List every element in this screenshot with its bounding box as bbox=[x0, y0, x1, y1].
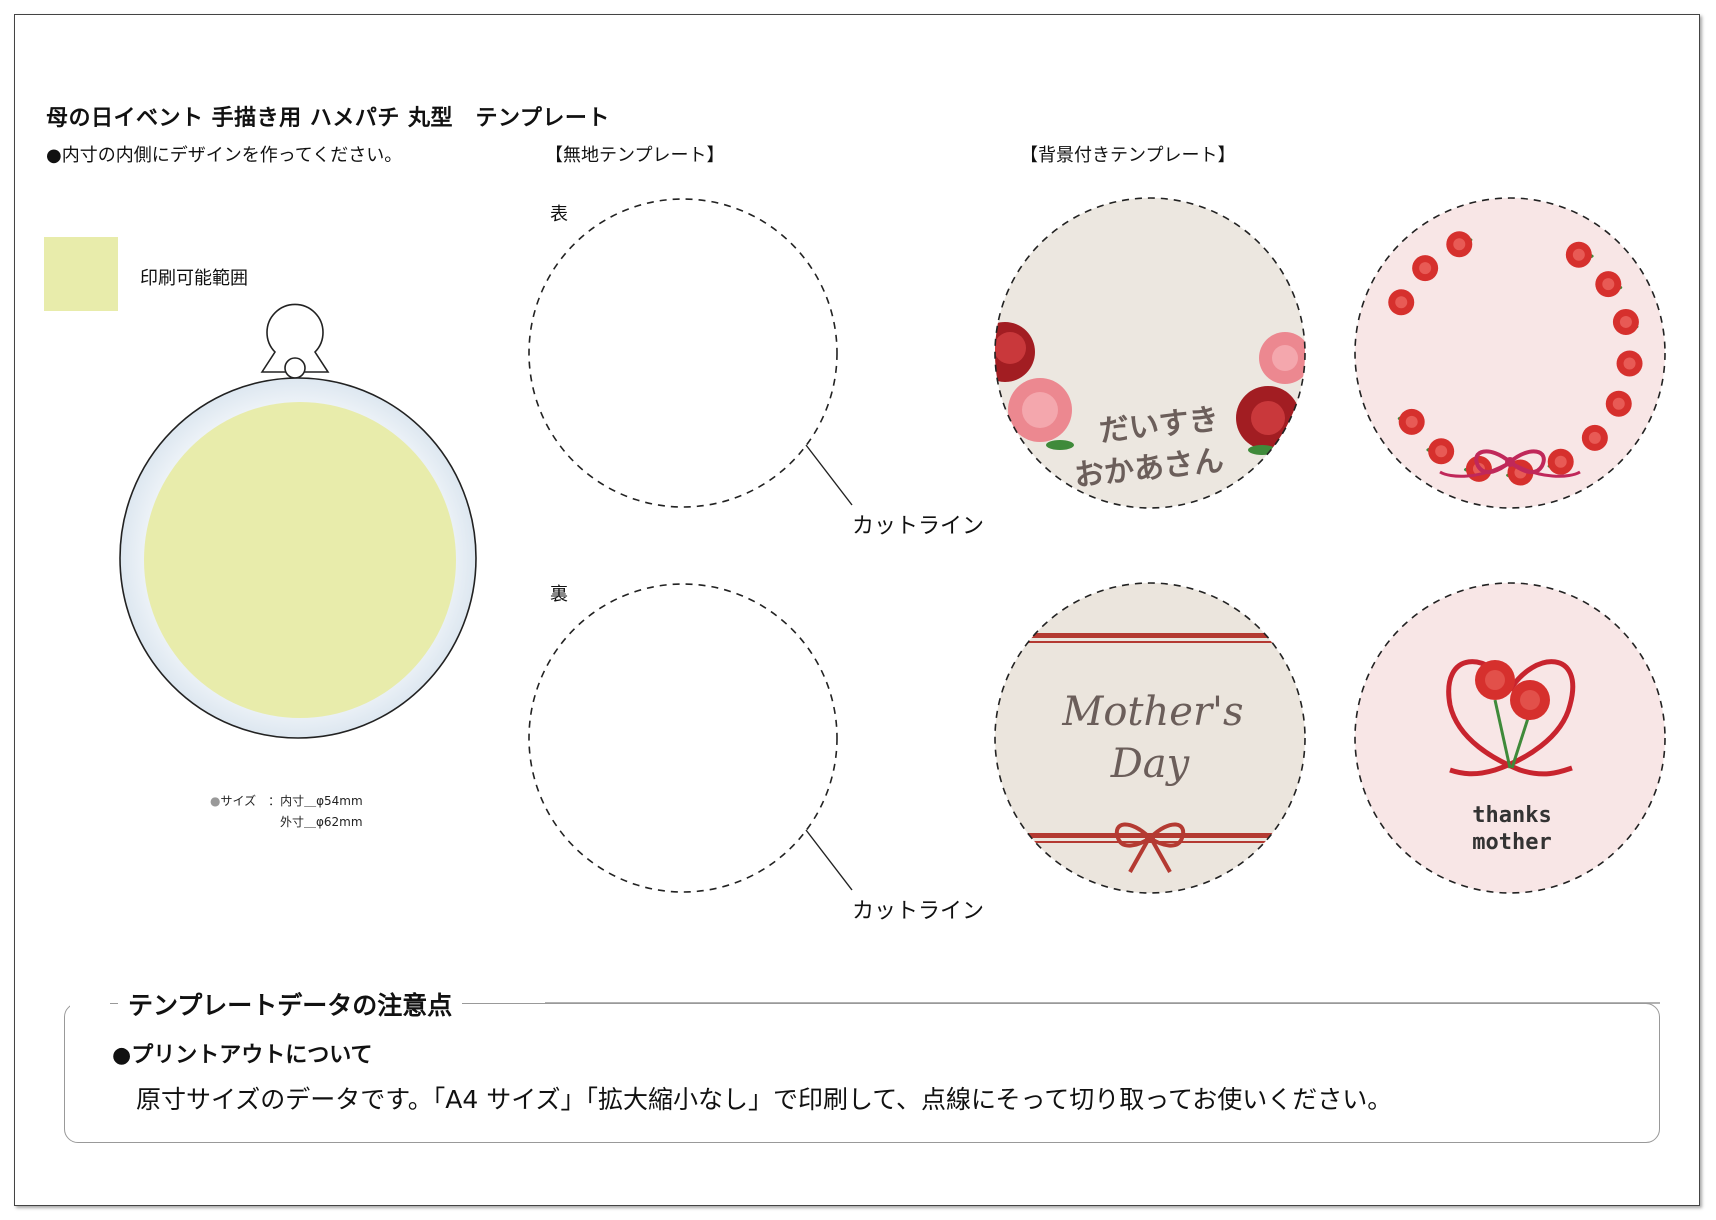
hanging-hole-icon bbox=[284, 357, 306, 379]
carnation-center bbox=[1602, 278, 1615, 291]
cut-line-label-front: カットライン bbox=[852, 514, 985, 539]
carnation-center bbox=[1435, 445, 1448, 458]
notice-title: テンプレートデータの注意点 bbox=[118, 986, 463, 1022]
badge-illustration bbox=[119, 303, 477, 739]
cut-line-leader bbox=[805, 829, 853, 891]
t4-text-line2: mother bbox=[1472, 830, 1551, 855]
plain-template-heading: 【無地テンプレート】 bbox=[545, 145, 725, 166]
notice-box bbox=[64, 1003, 1660, 1143]
cut-line-label-back: カットライン bbox=[852, 899, 985, 924]
t3-text-line2: Day bbox=[1110, 741, 1191, 787]
cut-line-leader bbox=[805, 444, 853, 506]
front-label: 表 bbox=[550, 204, 568, 225]
heart-ribbon-icon bbox=[1446, 659, 1576, 777]
carnation-center bbox=[1623, 357, 1636, 370]
plain-front-cut-circle bbox=[528, 198, 838, 508]
page-title: 母の日イベント 手描き用 ハメパチ 丸型 テンプレート bbox=[46, 106, 610, 131]
ribbon-bow-icon bbox=[1439, 449, 1581, 478]
printable-area bbox=[144, 402, 456, 718]
carnation-bouquet-icon bbox=[1475, 660, 1550, 769]
carnation-center bbox=[1588, 431, 1601, 444]
bg-template-mothers-day bbox=[994, 582, 1306, 894]
carnation-wreath bbox=[1388, 231, 1643, 486]
bg-template-carnation-wreath bbox=[1354, 197, 1666, 509]
back-label: 裏 bbox=[550, 584, 568, 605]
printable-area-swatch bbox=[44, 237, 118, 311]
size-inner: ●サイズ ：内寸＿φ54mm bbox=[210, 794, 363, 808]
printable-area-label: 印刷可能範囲 bbox=[140, 268, 248, 289]
size-outer: 外寸＿φ62mm bbox=[280, 815, 363, 829]
ribbon-bow-icon bbox=[1114, 822, 1186, 873]
plain-back-cut-circle bbox=[528, 583, 838, 893]
carnation-center bbox=[1554, 455, 1567, 468]
notice-body: 原寸サイズのデータです。「A4 サイズ」「拡大縮小なし」で印刷して、点線にそって… bbox=[136, 1085, 1393, 1114]
carnation-center bbox=[1405, 415, 1418, 428]
carnation-center bbox=[1572, 248, 1585, 261]
bg-template-heading: 【背景付きテンプレート】 bbox=[1020, 145, 1236, 166]
design-instruction: ●内寸の内側にデザインを作ってください。 bbox=[46, 145, 403, 166]
t4-text-line1: thanks bbox=[1472, 803, 1551, 828]
t3-text-line1: Mother's bbox=[1061, 689, 1243, 735]
carnation-center bbox=[1395, 296, 1408, 309]
carnation-center bbox=[1419, 262, 1432, 275]
carnation-center bbox=[1619, 315, 1632, 328]
notice-subtitle: ●プリントアウトについて bbox=[112, 1043, 373, 1068]
bg-template-daisuki bbox=[994, 197, 1306, 509]
carnation-center bbox=[1612, 397, 1625, 410]
bg-template-thanks-mother bbox=[1354, 582, 1666, 894]
carnation-center bbox=[1453, 238, 1466, 251]
